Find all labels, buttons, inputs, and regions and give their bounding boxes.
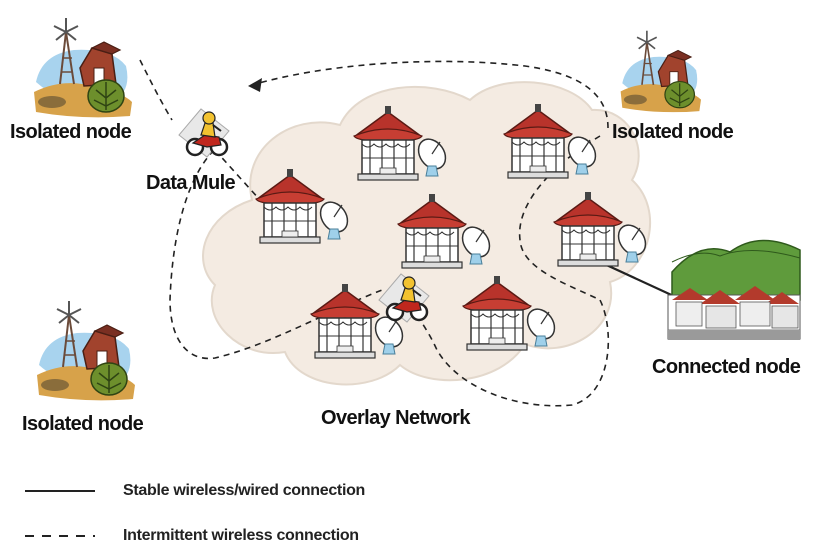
left-loop-path xyxy=(169,149,383,360)
legend-solid-label: Stable wireless/wired connection xyxy=(123,482,366,499)
village-icon xyxy=(667,239,801,340)
stable-connection xyxy=(599,261,679,299)
legend-dashed-label: Intermittent wireless connection xyxy=(123,527,359,544)
intermittent-connections xyxy=(139,59,610,407)
label-data-mule: Data Mule xyxy=(146,172,236,194)
mule-to-gazebo xyxy=(214,149,261,201)
label-isolated-top-right: Isolated node xyxy=(612,121,734,143)
label-connected-node: Connected node xyxy=(652,356,801,378)
return-arrow-icon xyxy=(248,78,262,92)
top-left-to-mule xyxy=(139,59,173,121)
right-loop-path xyxy=(404,135,610,407)
motorcycle-rider-icon xyxy=(177,107,231,159)
label-isolated-top-left: Isolated node xyxy=(10,121,132,143)
farm-windmill-icon xyxy=(619,29,702,113)
label-overlay-network: Overlay Network xyxy=(321,407,470,429)
label-isolated-bottom-left: Isolated node xyxy=(22,413,144,435)
farm-windmill-icon xyxy=(33,17,133,119)
farm-windmill-icon xyxy=(36,300,136,402)
legend xyxy=(25,490,95,537)
